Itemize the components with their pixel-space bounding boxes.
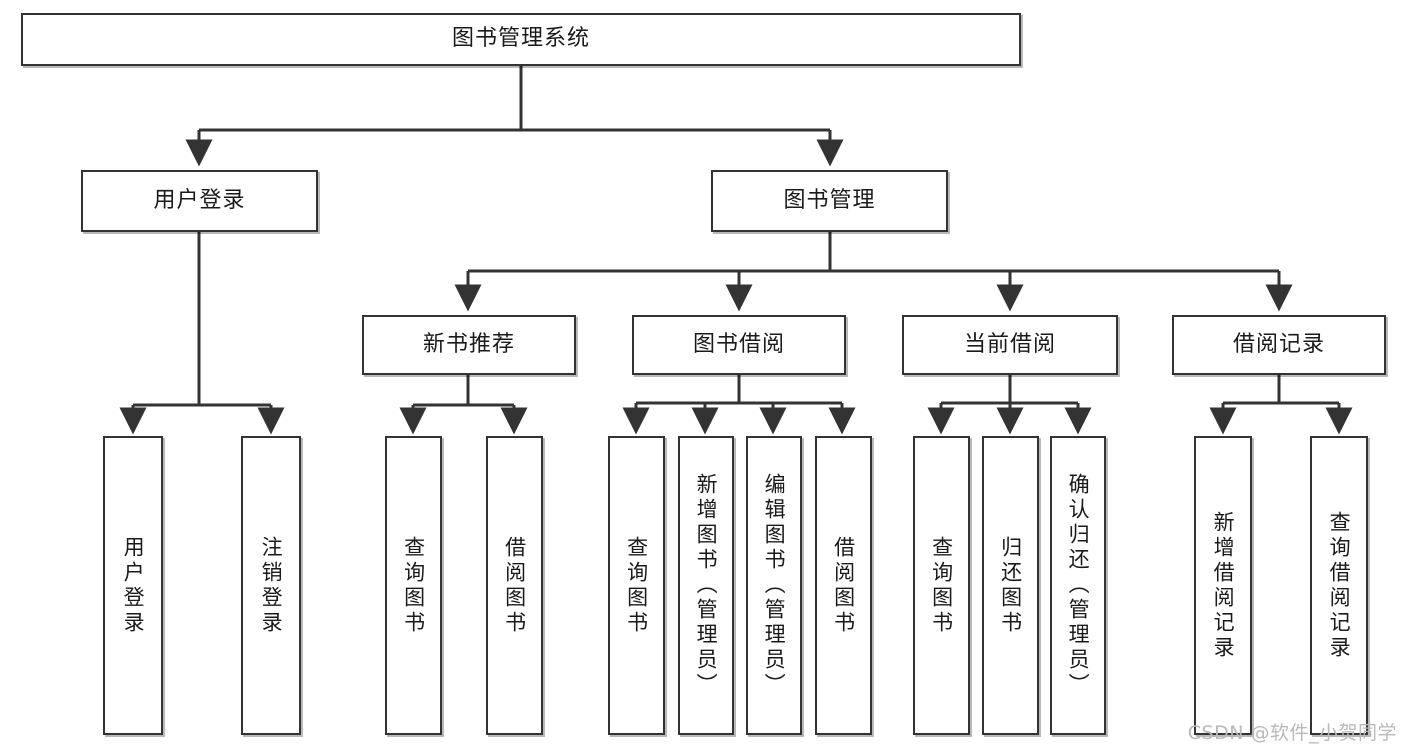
node-leaf-edit-book[interactable]: 编辑图书（管理员） <box>746 436 802 735</box>
node-leaf-edit-book-label: 编辑图书（管理员） <box>762 473 787 698</box>
node-leaf-return-book[interactable]: 归还图书 <box>982 436 1039 735</box>
node-leaf-query-book-1-label: 查询图书 <box>401 535 426 636</box>
node-leaf-user-login-label: 用户登录 <box>121 535 146 636</box>
node-leaf-query-book-1[interactable]: 查询图书 <box>385 436 442 735</box>
node-borrow-record[interactable]: 借阅记录 <box>1172 315 1386 375</box>
node-leaf-query-book-3-label: 查询图书 <box>929 535 954 636</box>
node-leaf-borrow-book-1[interactable]: 借阅图书 <box>486 436 543 735</box>
node-book-borrow[interactable]: 图书借阅 <box>632 315 846 375</box>
node-leaf-logout-label: 注销登录 <box>259 535 284 636</box>
node-leaf-user-login[interactable]: 用户登录 <box>103 436 163 735</box>
node-leaf-borrow-book-2[interactable]: 借阅图书 <box>815 436 872 735</box>
node-leaf-add-record[interactable]: 新增借阅记录 <box>1194 436 1252 735</box>
node-root-label: 图书管理系统 <box>451 26 590 52</box>
node-leaf-confirm-return[interactable]: 确认归还（管理员） <box>1050 436 1106 735</box>
node-leaf-add-book-label: 新增图书（管理员） <box>694 473 719 698</box>
watermark-text: CSDN @软件_小贺同学 <box>1187 722 1397 744</box>
node-current-borrow-label: 当前借阅 <box>963 331 1056 357</box>
node-book-manage[interactable]: 图书管理 <box>711 170 948 232</box>
node-leaf-borrow-book-1-label: 借阅图书 <box>502 535 527 636</box>
node-leaf-query-book-2-label: 查询图书 <box>624 535 649 636</box>
node-book-borrow-label: 图书借阅 <box>692 331 785 357</box>
node-leaf-return-book-label: 归还图书 <box>998 535 1023 636</box>
node-current-borrow[interactable]: 当前借阅 <box>902 315 1118 375</box>
node-leaf-add-record-label: 新增借阅记录 <box>1211 510 1236 661</box>
node-user-login[interactable]: 用户登录 <box>81 170 318 232</box>
node-new-book-rec[interactable]: 新书推荐 <box>362 315 576 375</box>
node-book-manage-label: 图书管理 <box>783 187 876 213</box>
node-leaf-query-record[interactable]: 查询借阅记录 <box>1310 436 1368 735</box>
node-leaf-query-book-2[interactable]: 查询图书 <box>608 436 665 735</box>
node-new-book-rec-label: 新书推荐 <box>422 331 515 357</box>
node-user-login-label: 用户登录 <box>153 187 246 213</box>
node-root[interactable]: 图书管理系统 <box>21 13 1021 66</box>
node-leaf-query-book-3[interactable]: 查询图书 <box>913 436 970 735</box>
node-leaf-logout[interactable]: 注销登录 <box>241 436 301 735</box>
node-borrow-record-label: 借阅记录 <box>1232 331 1325 357</box>
node-leaf-confirm-return-label: 确认归还（管理员） <box>1066 473 1091 698</box>
node-leaf-borrow-book-2-label: 借阅图书 <box>831 535 856 636</box>
node-leaf-add-book[interactable]: 新增图书（管理员） <box>678 436 734 735</box>
node-leaf-query-record-label: 查询借阅记录 <box>1327 510 1352 661</box>
